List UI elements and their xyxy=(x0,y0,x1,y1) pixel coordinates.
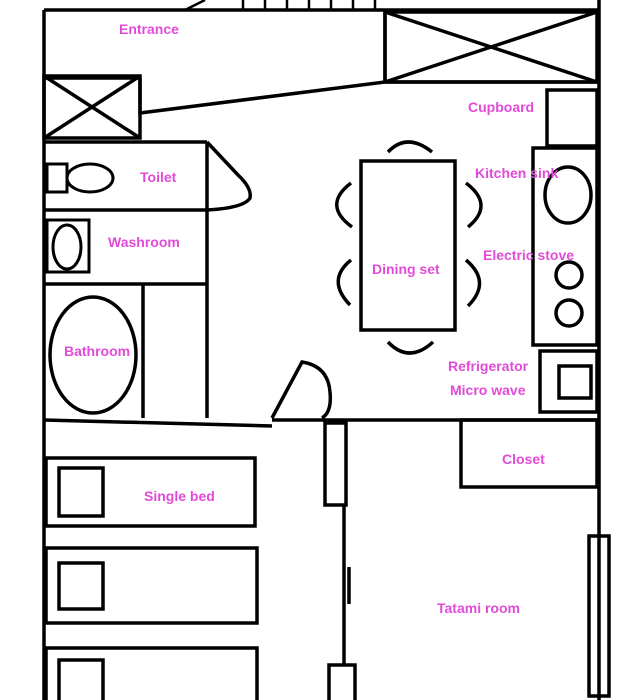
label-electric-stove: Electric stove xyxy=(483,247,575,263)
chair xyxy=(464,258,482,308)
stove-burner xyxy=(554,298,584,328)
kitchen-sink-basin xyxy=(543,165,593,225)
label-single-bed: Single bed xyxy=(144,488,215,504)
sliding-partition xyxy=(323,421,357,700)
microwave xyxy=(557,364,593,400)
toilet-bowl xyxy=(65,162,115,194)
pillow xyxy=(57,466,105,518)
wash-basin xyxy=(51,223,83,271)
storage-box-left xyxy=(42,74,142,140)
bathroom xyxy=(48,284,145,418)
dining-table xyxy=(359,159,457,332)
pillow xyxy=(57,658,105,700)
label-refrigerator: Refrigerator xyxy=(448,358,529,374)
chair xyxy=(336,258,353,307)
single-bed xyxy=(44,456,257,528)
single-bed xyxy=(44,546,259,625)
pillow xyxy=(57,561,105,611)
label-tatami-room: Tatami room xyxy=(437,600,520,616)
single-bed xyxy=(44,646,259,700)
stove-burner xyxy=(554,260,584,290)
refrigerator xyxy=(538,349,599,414)
door-swing xyxy=(270,360,333,420)
wash-basin-frame xyxy=(45,218,91,274)
label-micro-wave: Micro wave xyxy=(450,382,526,398)
shoe-cabinet-top xyxy=(383,10,599,84)
chair xyxy=(386,340,435,355)
label-toilet: Toilet xyxy=(140,169,177,185)
chair xyxy=(386,140,434,154)
dining-set xyxy=(335,140,483,355)
label-closet: Closet xyxy=(502,451,545,467)
closet xyxy=(459,418,599,489)
label-cupboard: Cupboard xyxy=(468,99,535,115)
chair xyxy=(335,181,354,229)
chair xyxy=(464,181,483,229)
label-kitchen-sink: Kitchen sink xyxy=(475,165,559,181)
label-washroom: Washroom xyxy=(108,234,180,250)
toilet-tank xyxy=(45,162,69,194)
cupboard xyxy=(545,88,599,148)
window-right xyxy=(587,534,611,698)
bathtub xyxy=(48,295,138,415)
label-entrance: Entrance xyxy=(119,21,179,37)
kitchen-counter xyxy=(531,146,599,347)
label-dining-set: Dining set xyxy=(372,261,440,277)
washroom xyxy=(44,218,207,286)
label-bathroom: Bathroom xyxy=(64,343,131,359)
top-edge-detail xyxy=(184,0,377,12)
toilet-room xyxy=(44,140,252,418)
